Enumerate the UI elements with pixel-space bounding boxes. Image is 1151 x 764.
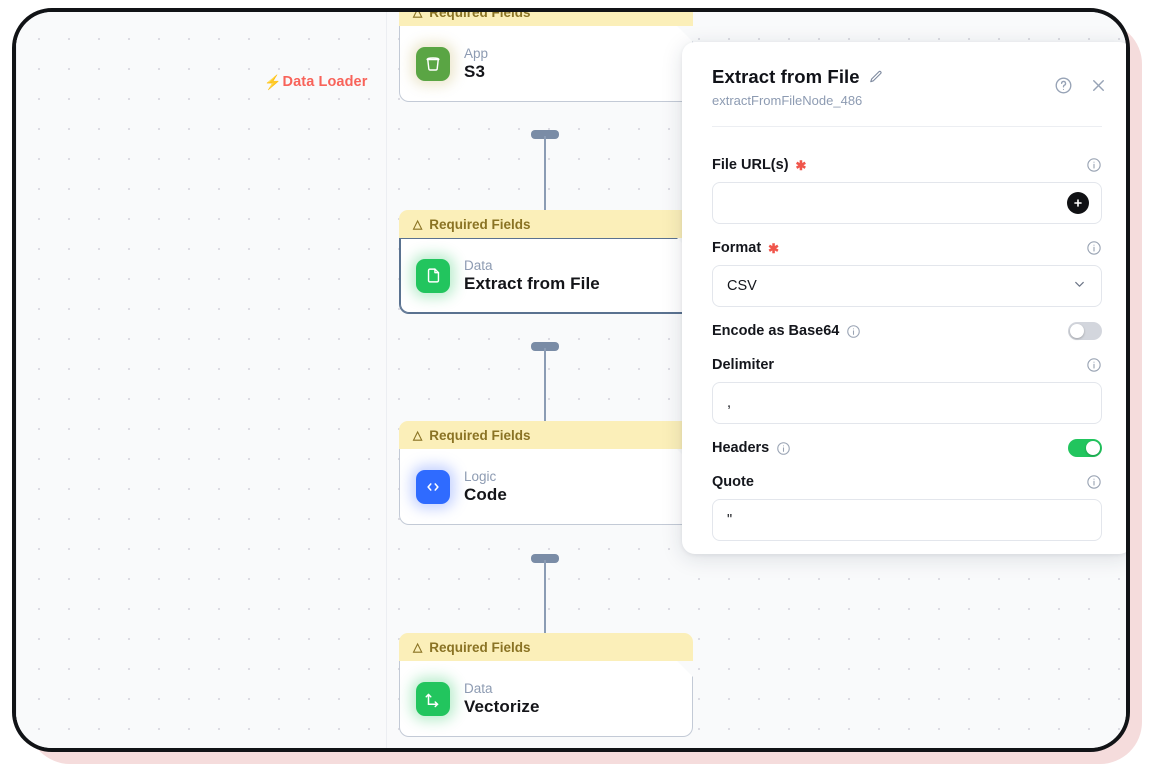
field-label-text: File URL(s) (712, 157, 789, 173)
field-label: Encode as Base64 (712, 323, 861, 339)
panel-subtitle: extractFromFileNode_486 (712, 93, 863, 108)
bolt-icon: ⚡ (264, 74, 282, 90)
panel-title: Extract from File (712, 66, 860, 87)
node-card[interactable]: Data Vectorize (399, 661, 693, 737)
node-banner-label: Required Fields (429, 639, 531, 655)
warning-triangle-icon: △ (413, 8, 423, 19)
node-card[interactable]: Data Extract from File (399, 238, 693, 314)
field-row-encode-base64: Encode as Base64 (712, 321, 1102, 341)
data-loader-label: Data Loader (282, 74, 368, 90)
chevron-down-icon[interactable] (1072, 277, 1087, 296)
flow-node-extract-from-file[interactable]: △ Required Fields Data Extract from File (399, 210, 693, 314)
help-circle-icon[interactable] (1054, 76, 1073, 95)
canvas-guide-line (386, 12, 387, 748)
node-kind-label: Data (464, 257, 493, 273)
file-urls-input[interactable] (712, 182, 1102, 224)
quote-value: " (727, 512, 733, 528)
vector-axes-icon (416, 682, 450, 716)
headers-toggle[interactable] (1068, 439, 1102, 457)
info-icon[interactable] (1086, 157, 1102, 173)
node-handle-out-extract[interactable] (531, 342, 559, 351)
info-icon[interactable] (1086, 474, 1102, 490)
info-icon[interactable] (1086, 357, 1102, 373)
device-frame: ⚡ Data Loader △ Required Fields (12, 8, 1130, 752)
info-icon[interactable] (1086, 240, 1102, 256)
field-row-delimiter: Delimiter (712, 355, 1102, 375)
encode-base64-toggle[interactable] (1068, 322, 1102, 340)
field-label: Headers (712, 440, 791, 456)
node-kind-label: Data (464, 680, 493, 696)
required-asterisk: ✱ (795, 157, 807, 173)
edge-extract-to-code (544, 348, 546, 432)
data-loader-tag: ⚡ Data Loader (264, 74, 367, 90)
node-required-fields-banner: △ Required Fields (399, 8, 693, 26)
quote-input[interactable]: " (712, 499, 1102, 541)
field-row-quote: Quote (712, 472, 1102, 492)
field-row-format: Format ✱ (712, 238, 1102, 258)
node-kind-label: App (464, 45, 489, 61)
node-properties-panel: Extract from File extractFromFileNode_48… (682, 42, 1126, 554)
node-banner-label: Required Fields (429, 216, 531, 232)
panel-header-actions (1054, 76, 1108, 95)
node-banner-label: Required Fields (429, 8, 531, 20)
node-title-label: S3 (464, 61, 485, 81)
warning-triangle-icon: △ (413, 640, 423, 654)
node-kind-label: Logic (464, 468, 497, 484)
field-row-headers: Headers (712, 438, 1102, 458)
info-icon[interactable] (776, 441, 791, 456)
panel-title-row: Extract from File (712, 66, 1102, 88)
node-banner-label: Required Fields (429, 427, 531, 443)
node-required-fields-banner: △ Required Fields (399, 633, 693, 661)
field-label: Format ✱ (712, 240, 779, 256)
node-texts: Data Vectorize (464, 681, 540, 717)
field-label-text: Quote (712, 474, 754, 490)
node-texts: App S3 (464, 46, 488, 82)
panel-divider (712, 126, 1102, 127)
node-texts: Logic Code (464, 469, 507, 505)
node-handle-out-s3[interactable] (531, 130, 559, 139)
node-required-fields-banner: △ Required Fields (399, 210, 693, 238)
plus-icon[interactable] (1067, 192, 1089, 214)
field-label-text: Headers (712, 440, 770, 456)
node-title-label: Extract from File (464, 273, 600, 293)
flow-node-s3[interactable]: △ Required Fields App S3 (399, 8, 693, 102)
panel-form: File URL(s) ✱ (682, 127, 1126, 541)
warning-triangle-icon: △ (413, 217, 423, 231)
delimiter-value: , (727, 395, 732, 411)
node-title-label: Code (464, 484, 507, 504)
close-icon[interactable] (1089, 76, 1108, 95)
field-row-file-urls: File URL(s) ✱ (712, 155, 1102, 175)
toggle-knob (1086, 441, 1100, 455)
field-label: Delimiter (712, 357, 774, 373)
s3-bucket-icon (416, 47, 450, 81)
canvas-guide-line (16, 12, 17, 748)
delimiter-input[interactable]: , (712, 382, 1102, 424)
code-brackets-icon (416, 470, 450, 504)
required-asterisk: ✱ (768, 240, 780, 256)
edge-code-to-vectorize (544, 560, 546, 642)
flow-node-code[interactable]: △ Required Fields Logic Code (399, 421, 693, 525)
warning-triangle-icon: △ (413, 428, 423, 442)
toggle-knob (1070, 324, 1084, 338)
pencil-icon[interactable] (869, 70, 883, 84)
file-document-icon (416, 259, 450, 293)
edge-s3-to-extract (544, 136, 546, 220)
format-value: CSV (727, 278, 757, 294)
panel-header: Extract from File extractFromFileNode_48… (682, 42, 1126, 108)
node-card[interactable]: Logic Code (399, 449, 693, 525)
field-label: File URL(s) ✱ (712, 157, 806, 173)
field-label: Quote (712, 474, 754, 490)
node-card[interactable]: App S3 (399, 26, 693, 102)
flow-node-vectorize[interactable]: △ Required Fields Data Vectorize (399, 633, 693, 737)
field-label-text: Encode as Base64 (712, 323, 840, 339)
field-label-text: Format (712, 240, 762, 256)
node-handle-out-code[interactable] (531, 554, 559, 563)
field-label-text: Delimiter (712, 357, 775, 373)
node-required-fields-banner: △ Required Fields (399, 421, 693, 449)
format-select[interactable]: CSV (712, 265, 1102, 307)
info-icon[interactable] (846, 324, 861, 339)
flow-canvas[interactable]: ⚡ Data Loader △ Required Fields (16, 12, 1126, 748)
node-title-label: Vectorize (464, 696, 540, 716)
node-texts: Data Extract from File (464, 258, 600, 294)
